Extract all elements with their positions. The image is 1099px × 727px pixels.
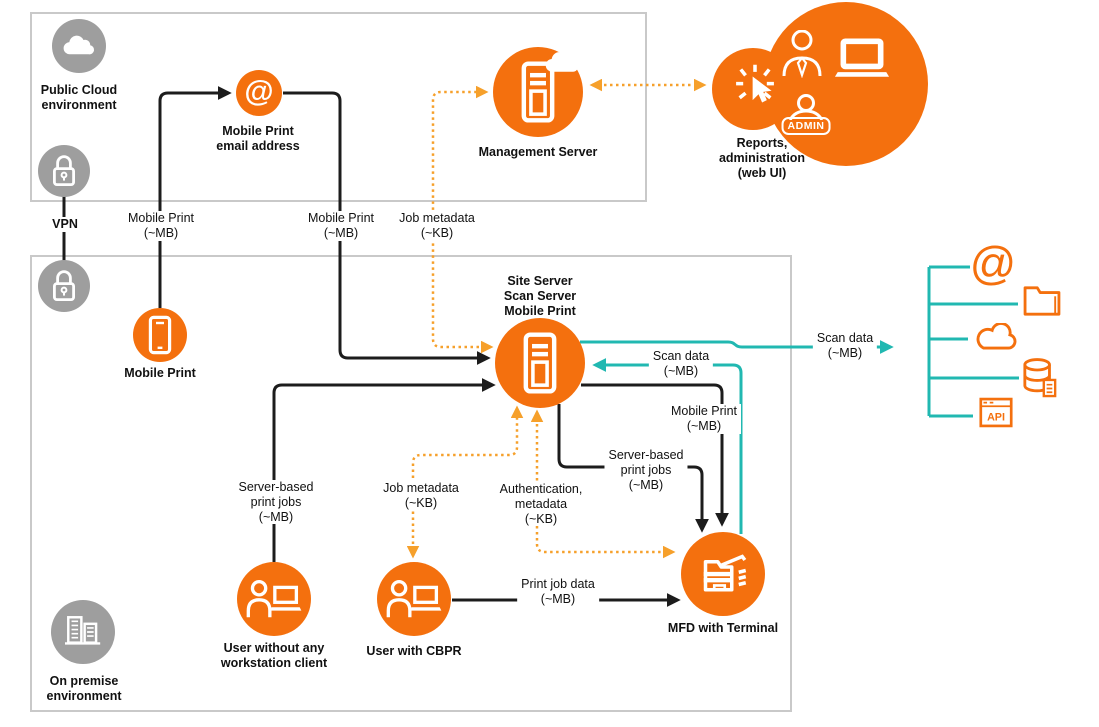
- on-premise-label: On premise environment: [46, 674, 122, 703]
- laptop-icon: [834, 38, 890, 77]
- user-without-client-label: User without any workstation client: [220, 641, 328, 670]
- mfd-label: MFD with Terminal: [667, 621, 779, 635]
- lock-icon: [53, 270, 75, 301]
- at-icon: @: [244, 74, 274, 108]
- reports-admin-label: Reports, administration (web UI): [718, 136, 806, 180]
- server-icon: [523, 332, 557, 394]
- edge-label-auth-metadata: Authentication, metadata (~KB): [495, 482, 587, 527]
- edge-label-scan-data-out: Scan data (~MB): [812, 331, 878, 361]
- smartphone-icon: [148, 315, 172, 355]
- server-cloud-icon: [545, 52, 578, 72]
- edge-label-server-jobs-right: Server-based print jobs (~MB): [604, 448, 688, 493]
- mobile-print-email-label: Mobile Print email address: [216, 124, 300, 153]
- cloud-destination-icon: [976, 323, 1017, 350]
- buildings-icon: [65, 616, 101, 645]
- api-label: API: [987, 412, 1005, 424]
- site-server-label: Site Server Scan Server Mobile Print: [503, 274, 577, 318]
- public-cloud-label: Public Cloud environment: [40, 83, 118, 112]
- user-laptop-icon: [246, 579, 302, 618]
- mobile-print-email-node: @: [236, 70, 282, 116]
- vpn-lock-bottom: [38, 260, 90, 312]
- mfd-icon: [703, 554, 747, 592]
- lock-icon: [53, 155, 75, 187]
- on-premise-zone: [30, 255, 792, 712]
- mfd-node: [681, 532, 765, 616]
- site-server-node: [495, 318, 585, 408]
- mobile-print-phone-label: Mobile Print: [124, 366, 196, 380]
- user-with-cbpr-label: User with CBPR: [366, 644, 462, 658]
- edge-label-job-metadata-top: Job metadata (~KB): [395, 211, 479, 241]
- user-without-client-node: [237, 562, 311, 636]
- edge-label-server-jobs-left: Server-based print jobs (~MB): [234, 480, 318, 525]
- mobile-print-phone-node: [133, 308, 187, 362]
- edge-auth-metadata-site-mfd: [530, 409, 676, 559]
- api-destination-icon: API: [979, 397, 1013, 428]
- admin-person-icon: [782, 30, 822, 78]
- on-premise-node: [51, 600, 115, 664]
- folder-destination-icon: [1023, 286, 1061, 316]
- edge-label-mobile-print-mid: Mobile Print (~MB): [304, 211, 378, 241]
- database-destination-icon: [1023, 358, 1057, 398]
- edge-scan-data-out: [580, 340, 894, 354]
- admin-badge: ADMIN: [781, 117, 831, 135]
- scan-destination-bracket: [927, 265, 1019, 418]
- user-with-cbpr-node: [377, 562, 451, 636]
- edge-phone-to-email: [158, 86, 232, 308]
- edge-label-mobile-print-up: Mobile Print (~MB): [124, 211, 198, 241]
- vpn-label: VPN: [48, 217, 82, 232]
- user-laptop-icon: [386, 579, 442, 618]
- edge-mfd-scan-to-site-server: [592, 358, 743, 534]
- edge-user1-to-site-server: [272, 378, 496, 562]
- edge-label-job-metadata-bottom: Job metadata (~KB): [379, 481, 463, 511]
- management-server-label: Management Server: [478, 145, 598, 159]
- server-icon: [521, 61, 555, 123]
- click-cursor-icon: [736, 64, 774, 103]
- cloud-icon: [63, 35, 95, 55]
- edge-label-print-job-data: Print job data (~MB): [517, 577, 599, 607]
- vpn-lock-top: [38, 145, 90, 197]
- email-destination-icon: @: [969, 237, 1017, 289]
- edge-label-scan-data-mfd: Scan data (~MB): [648, 349, 714, 379]
- public-cloud-node: [52, 19, 106, 73]
- edge-label-mobile-print-right: Mobile Print (~MB): [667, 404, 741, 434]
- edge-site-server-to-mfd-mobileprint: [581, 383, 729, 527]
- admin-user-icon: [788, 94, 824, 120]
